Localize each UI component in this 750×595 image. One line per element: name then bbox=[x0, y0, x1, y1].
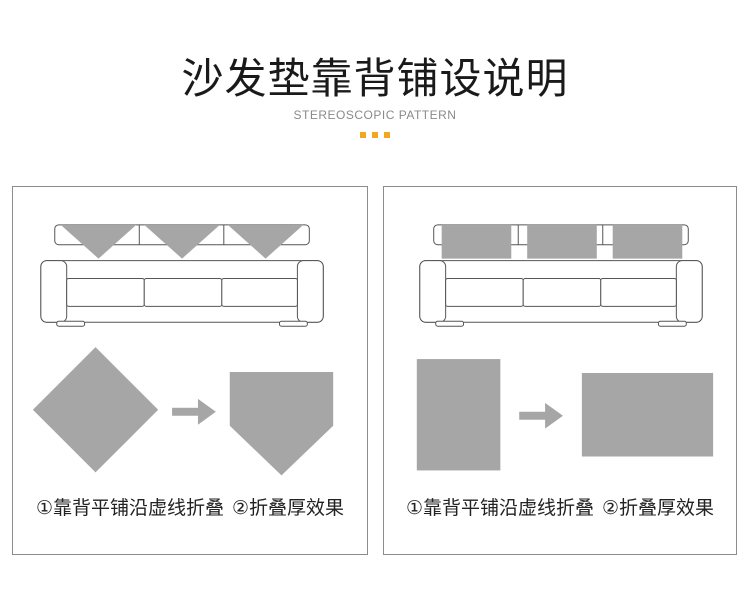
panel-caption: ①靠背平铺沿虚线折叠 ②折叠厚效果 bbox=[13, 495, 367, 521]
unfolded-rectangle-shape bbox=[416, 359, 501, 471]
sofa-rectangle-covers bbox=[441, 224, 683, 259]
step1-label: ①靠背平铺沿虚线折叠 bbox=[35, 497, 224, 519]
instruction-panel-triangle: ①靠背平铺沿虚线折叠 ②折叠厚效果 bbox=[12, 186, 368, 555]
step2-label: ②折叠厚效果 bbox=[232, 497, 345, 519]
sofa-left-arm bbox=[40, 260, 68, 323]
triangle-cover bbox=[227, 224, 304, 259]
panel-caption: ①靠背平铺沿虚线折叠 ②折叠厚效果 bbox=[384, 495, 736, 521]
rectangle-cover bbox=[612, 224, 683, 259]
sofa-left-arm bbox=[419, 260, 447, 323]
step1-label: ①靠背平铺沿虚线折叠 bbox=[405, 497, 594, 519]
sofa-triangle-covers bbox=[60, 224, 304, 259]
sofa-right-foot bbox=[657, 320, 687, 327]
instruction-panel-rectangle: ①靠背平铺沿虚线折叠 ②折叠厚效果 bbox=[383, 186, 737, 555]
sofa-left-foot bbox=[56, 320, 86, 327]
page-subtitle: STEREOSCOPIC PATTERN bbox=[293, 108, 457, 122]
accent-dot bbox=[384, 132, 390, 138]
triangle-illustration bbox=[32, 224, 334, 476]
accent-dot bbox=[372, 132, 378, 138]
sofa-icon bbox=[40, 224, 324, 327]
sofa-seat-cushion bbox=[522, 278, 602, 307]
unfolded-square-shape bbox=[32, 347, 159, 473]
triangle-cover bbox=[144, 224, 220, 259]
rectangle-cover bbox=[527, 224, 597, 259]
sofa-right-arm bbox=[675, 260, 703, 323]
arrow-right-icon bbox=[519, 402, 563, 429]
folded-triangle-shape bbox=[229, 371, 334, 476]
sofa-right-arm bbox=[296, 260, 324, 323]
folded-rectangle-shape bbox=[581, 372, 714, 457]
accent-dots bbox=[360, 132, 390, 138]
sofa-seat-cushion bbox=[66, 278, 145, 307]
sofa-seat-cushion bbox=[445, 278, 524, 307]
rectangle-cover bbox=[441, 224, 512, 259]
sofa-right-foot bbox=[278, 320, 308, 327]
step2-label: ②折叠厚效果 bbox=[602, 497, 715, 519]
sofa-seat-cushion bbox=[221, 278, 298, 307]
page-title: 沙发垫靠背铺设说明 bbox=[181, 54, 569, 103]
sofa-left-foot bbox=[435, 320, 465, 327]
triangle-cover bbox=[60, 224, 137, 259]
accent-dot bbox=[360, 132, 366, 138]
arrow-right-icon bbox=[172, 398, 216, 425]
sofa-seat-cushion bbox=[143, 278, 223, 307]
rectangle-illustration bbox=[416, 224, 714, 471]
sofa-seat-cushion bbox=[600, 278, 677, 307]
